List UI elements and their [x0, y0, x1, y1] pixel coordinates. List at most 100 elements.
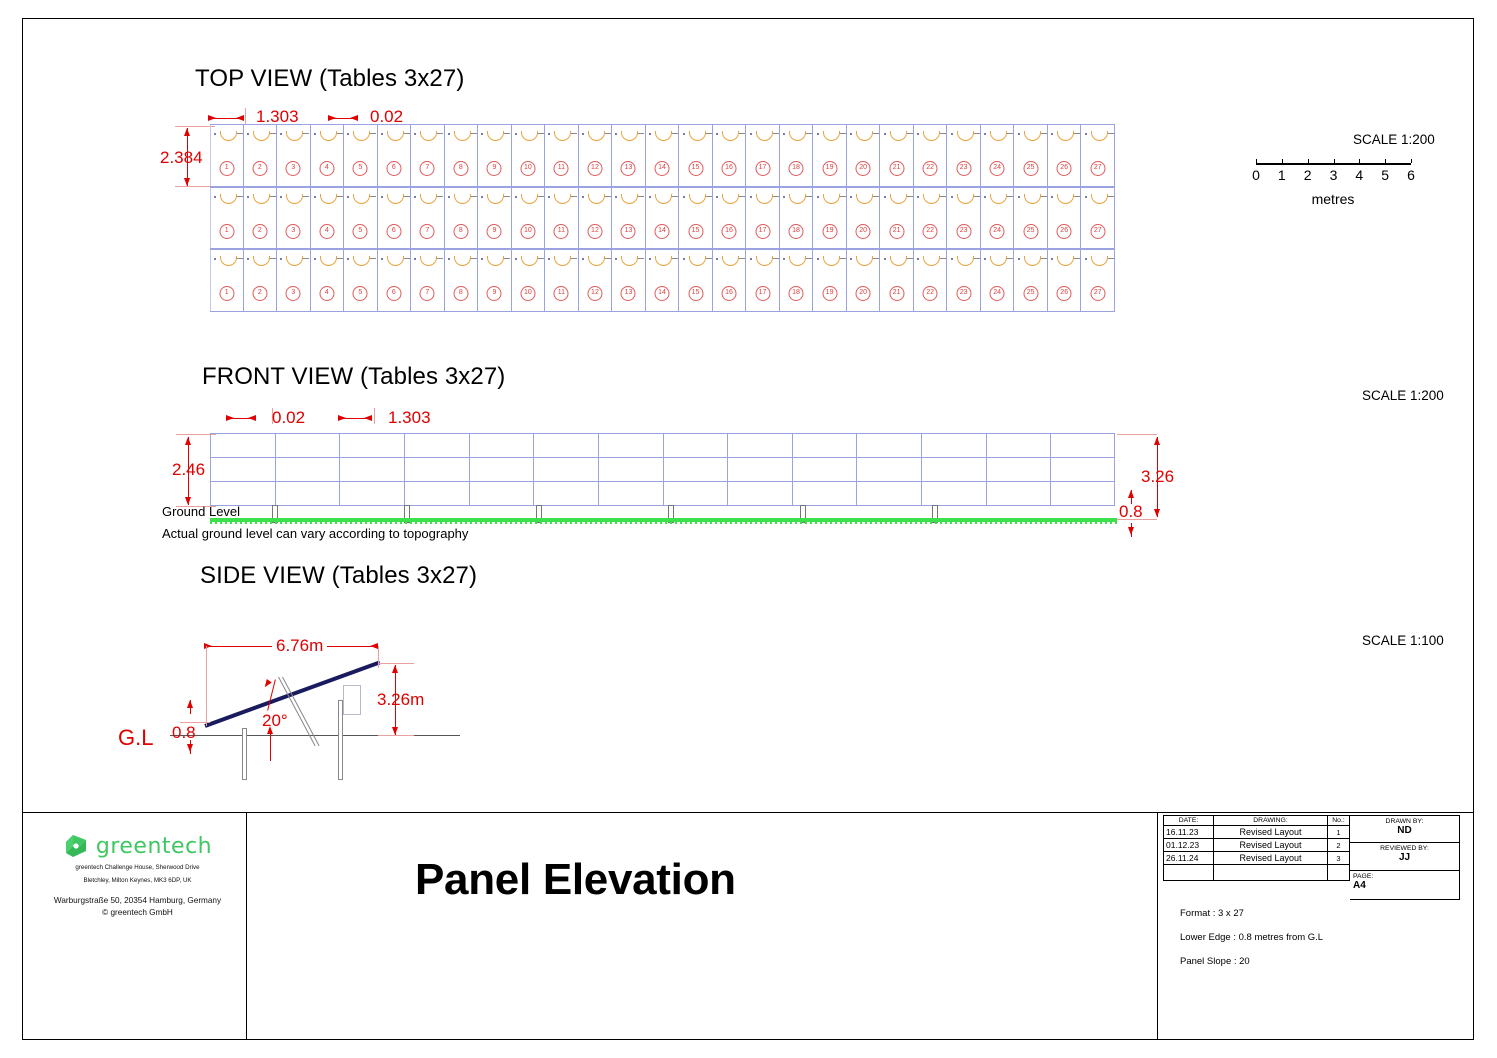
top-view-title: TOP VIEW (Tables 3x27)	[195, 65, 465, 92]
sideview-dim-angle: 20°	[262, 711, 288, 730]
panel-number-badge: 16	[721, 286, 737, 302]
rail-dash-icon	[536, 258, 544, 260]
panel-number-badge: 17	[755, 223, 771, 239]
spec-format: Format : 3 x 27	[1180, 908, 1244, 919]
revision-header-drawing: DRAWING:	[1213, 815, 1328, 826]
top-view-cell: 24	[981, 187, 1015, 249]
panel-number-badge: 9	[486, 161, 502, 176]
mount-dot-icon	[1051, 258, 1054, 261]
panel-bracket-icon	[956, 131, 974, 141]
panel-number-badge: 2	[252, 161, 268, 176]
mount-dot-icon	[850, 258, 853, 261]
top-view-cell: 3	[277, 187, 311, 249]
panel-number-badge: 6	[386, 161, 402, 176]
frontview-dim-326-arrow-down	[1153, 509, 1160, 517]
top-view-cell: 8	[445, 125, 479, 186]
top-view-cell: 21	[880, 187, 914, 249]
top-view-cell: 18	[780, 125, 814, 186]
top-view-cell: 9	[478, 187, 512, 249]
mount-dot-icon	[984, 195, 987, 198]
panel-number-badge: 27	[1090, 161, 1106, 176]
sideview-dim-clear-arrow-up	[186, 700, 193, 708]
rail-dash-icon	[235, 195, 243, 197]
panel-bracket-icon	[789, 256, 807, 267]
mount-dot-icon	[1017, 258, 1020, 261]
top-view-cell: 26	[1048, 125, 1082, 186]
titleblock-div-logo	[246, 812, 247, 1040]
mount-dot-icon	[850, 133, 853, 135]
top-view-cell: 25	[1014, 125, 1048, 186]
revision-drawing	[1213, 864, 1328, 881]
panel-number-badge: 26	[1056, 286, 1072, 302]
side-view-post-front	[242, 728, 247, 780]
panel-number-badge: 13	[620, 286, 636, 302]
mount-dot-icon	[481, 195, 484, 198]
top-view-cell: 13	[612, 250, 646, 311]
revision-drawing: Revised Layout	[1213, 851, 1328, 865]
top-view-cell: 16	[713, 125, 747, 186]
panel-number-badge: 19	[822, 161, 838, 176]
top-view-cell: 3	[277, 125, 311, 186]
mount-dot-icon	[749, 195, 752, 198]
top-view-cell: 7	[411, 250, 445, 311]
panel-bracket-icon	[688, 131, 706, 141]
mount-dot-icon	[783, 133, 786, 135]
rail-dash-icon	[469, 133, 477, 134]
top-view-cell: 11	[545, 250, 579, 311]
panel-number-badge: 17	[755, 161, 771, 176]
rail-dash-icon	[1039, 258, 1047, 260]
front-view-frame-line	[597, 433, 599, 505]
panel-number-badge: 10	[520, 286, 536, 302]
rail-dash-icon	[838, 195, 846, 197]
mount-dot-icon	[347, 195, 350, 198]
rail-dash-icon	[838, 258, 846, 260]
frontview-dim-height-arrow-down	[184, 497, 191, 505]
panel-bracket-icon	[386, 256, 404, 267]
sideview-dim-length-arrow-left	[204, 642, 212, 649]
top-view-cell: 18	[780, 187, 814, 249]
front-view-frame-line	[468, 433, 470, 505]
panel-bracket-icon	[856, 131, 874, 141]
mount-dot-icon	[682, 133, 685, 135]
revision-date: 16.11.23	[1163, 825, 1214, 839]
panel-bracket-icon	[420, 193, 438, 204]
panel-bracket-icon	[219, 256, 237, 267]
top-view-cell: 14	[646, 125, 680, 186]
panel-bracket-icon	[856, 256, 874, 267]
panel-number-badge: 9	[486, 286, 502, 302]
rail-dash-icon	[905, 133, 913, 134]
frontview-dim-08-arrow-up	[1127, 490, 1134, 498]
panel-bracket-icon	[889, 193, 907, 204]
top-view-cell: 15	[679, 125, 713, 186]
top-view-cell: 12	[579, 250, 613, 311]
frontview-dim-gap-line	[228, 418, 256, 419]
frontview-dim-gap-arrow-right	[248, 414, 256, 421]
rail-dash-icon	[972, 195, 980, 197]
panel-bracket-icon	[654, 193, 672, 204]
rail-dash-icon	[872, 195, 880, 197]
top-view-cell: 5	[344, 187, 378, 249]
frontview-dim-pitch-line	[340, 418, 372, 419]
table-row: 16.11.23 Revised Layout 1	[1163, 825, 1350, 839]
panel-bracket-icon	[353, 256, 371, 267]
panel-bracket-icon	[252, 193, 270, 204]
rail-dash-icon	[1039, 133, 1047, 134]
panel-number-badge: 2	[252, 223, 268, 239]
panel-bracket-icon	[621, 193, 639, 204]
table-header-row: DATE: DRAWING: No.:	[1163, 815, 1350, 826]
topview-dim-gap-line	[330, 118, 358, 119]
mount-dot-icon	[514, 258, 517, 261]
mount-dot-icon	[548, 133, 551, 135]
panel-bracket-icon	[722, 131, 740, 141]
scale-bar-tick-label: 5	[1381, 167, 1390, 183]
signoff-block: DRAWN BY: ND REVIEWED BY: JJ PAGE: A4	[1350, 815, 1460, 900]
panel-bracket-icon	[1057, 193, 1075, 204]
scale-bar-tick-label: 1	[1277, 167, 1286, 183]
rail-dash-icon	[1106, 258, 1114, 260]
panel-bracket-icon	[789, 131, 807, 141]
top-view-cell: 4	[311, 125, 345, 186]
side-view-diagram	[170, 640, 470, 785]
panel-bracket-icon	[587, 193, 605, 204]
